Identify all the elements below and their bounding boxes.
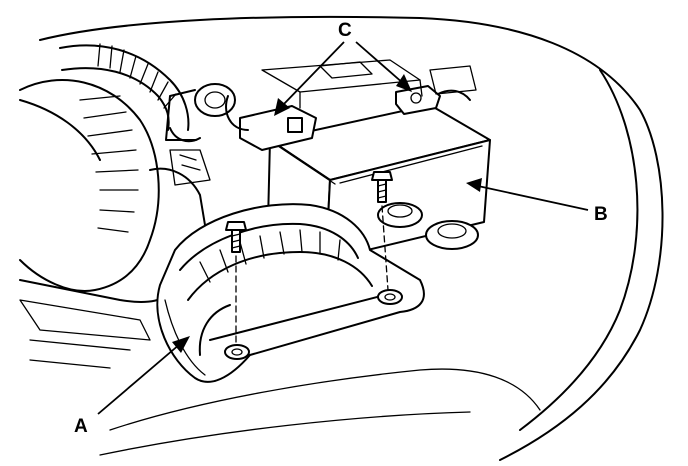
callout-a: A: [74, 336, 190, 437]
callout-a-label: A: [74, 416, 88, 437]
callout-c-label: C: [338, 20, 352, 41]
callout-c: C: [274, 20, 412, 116]
callout-b-label: B: [594, 204, 608, 225]
fender-outline: [39, 15, 664, 461]
engine-cover: [19, 79, 176, 369]
reservoir-cap: [377, 202, 479, 250]
bolt-left: [225, 221, 247, 346]
throttle-body: [149, 83, 236, 226]
callout-b: B: [466, 178, 608, 225]
intake-hose: [59, 43, 201, 143]
bolt-right: [371, 171, 393, 291]
battery-cover: [156, 203, 425, 383]
